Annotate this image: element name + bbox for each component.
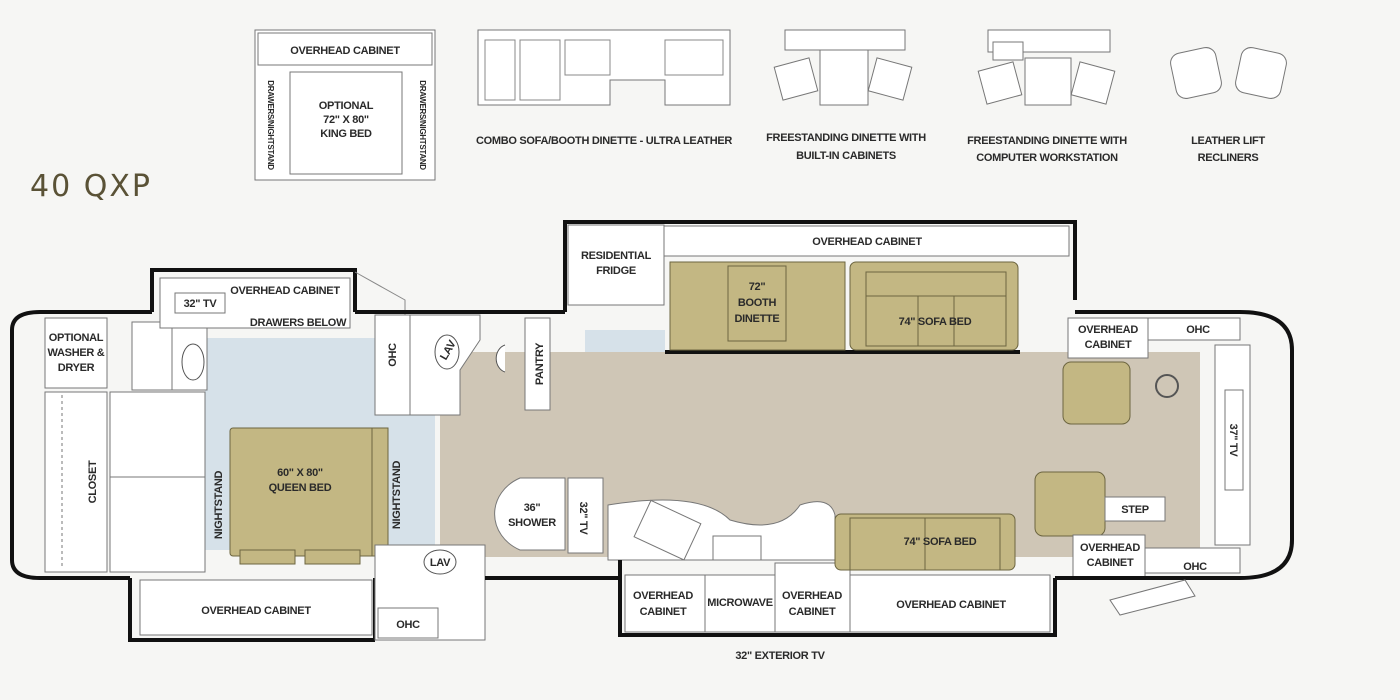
- drawers-below-label: DRAWERS BELOW: [250, 317, 347, 329]
- cab-ohc-label: OVERHEAD: [1078, 324, 1138, 336]
- sofa-bed-label: 74" SOFA BED: [899, 316, 972, 328]
- closet-label: CLOSET: [87, 460, 99, 503]
- exterior-tv-label: 32" EXTERIOR TV: [735, 650, 825, 662]
- dinette-label: DINETTE: [735, 313, 780, 325]
- nightstand-label: NIGHTSTAND: [391, 461, 403, 530]
- kitchen-ohc-label: OVERHEAD CABINET: [896, 599, 1006, 611]
- living-slideout-wall: [563, 220, 1077, 354]
- living-overhead-cabinet-label: OVERHEAD CABINET: [812, 236, 922, 248]
- king-bed-label: OPTIONAL: [319, 100, 374, 112]
- cab-ohc-label: OVERHEAD: [1080, 542, 1140, 554]
- king-bed-label: KING BED: [320, 128, 372, 140]
- step-label: STEP: [1121, 504, 1149, 516]
- nightstand-label: NIGHTSTAND: [213, 471, 225, 540]
- pantry-label: PANTRY: [534, 342, 546, 385]
- sink-icon: [633, 499, 702, 561]
- recliner: [1062, 361, 1131, 425]
- entry-door: [1109, 579, 1196, 616]
- lav-label: LAV: [430, 557, 451, 569]
- option-caption: FREESTANDING DINETTE WITH: [766, 132, 926, 144]
- rear-wall: [10, 310, 152, 580]
- drawers-nightstand-label: DRAWERS/NIGHTSTAND: [418, 80, 427, 170]
- dinette-label: 72": [749, 281, 766, 293]
- option-combo-sofa-dinette: COMBO SOFA/BOOTH DINETTE - ULTRA LEATHER: [476, 29, 733, 147]
- front-cap: [1239, 310, 1294, 580]
- option-recliners: LEATHER LIFT RECLINERS: [1170, 47, 1287, 164]
- option-caption: COMPUTER WORKSTATION: [976, 152, 1118, 164]
- shower-tv-label: 32" TV: [577, 502, 589, 536]
- option-dinette-workstation: FREESTANDING DINETTE WITH COMPUTER WORKS…: [967, 29, 1128, 164]
- booth-dinette: 72" BOOTH DINETTE: [669, 261, 846, 351]
- sofa-bed-top: 74" SOFA BED: [849, 261, 1019, 351]
- bedroom-overhead-cabinet-label: OVERHEAD CABINET: [230, 285, 340, 297]
- washer-label: OPTIONAL: [49, 332, 104, 344]
- fridge-label: RESIDENTIAL: [581, 250, 652, 262]
- option-caption: RECLINERS: [1198, 152, 1259, 164]
- option-caption: LEATHER LIFT: [1191, 135, 1265, 147]
- kitchen-ohc-label: OVERHEAD: [633, 590, 693, 602]
- kitchen-ohc-label: OVERHEAD: [782, 590, 842, 602]
- queen-bed-label: QUEEN BED: [269, 482, 332, 494]
- option-king-bed: OVERHEAD CABINET OPTIONAL 72" X 80" KING…: [254, 29, 436, 181]
- dinette-label: BOOTH: [738, 297, 777, 309]
- cab-ohc-label: CABINET: [1087, 557, 1134, 569]
- king-bed-label: 72" X 80": [323, 114, 369, 126]
- cooktop-icon: [712, 535, 762, 561]
- option-caption: COMBO SOFA/BOOTH DINETTE - ULTRA LEATHER: [476, 135, 732, 147]
- option-dinette-cabinets: FREESTANDING DINETTE WITH BUILT-IN CABIN…: [766, 29, 927, 162]
- washer-label: DRYER: [58, 362, 95, 374]
- steering-wheel-icon: [1155, 374, 1179, 398]
- option-caption: BUILT-IN CABINETS: [796, 150, 896, 162]
- shower-label: SHOWER: [508, 517, 556, 529]
- queen-bed-label: 60" X 80": [277, 467, 323, 479]
- kitchen-ohc-label: CABINET: [640, 606, 687, 618]
- shower-label: 36": [524, 502, 541, 514]
- bedroom-bottom-overhead-cabinet-label: OVERHEAD CABINET: [201, 605, 311, 617]
- microwave-label: MICROWAVE: [707, 597, 773, 609]
- option-caption: FREESTANDING DINETTE WITH: [967, 135, 1127, 147]
- kitchen-ohc-label: CABINET: [789, 606, 836, 618]
- sofa-bed-bottom: 74" SOFA BED: [834, 513, 1016, 571]
- overhead-cabinet-label: OVERHEAD CABINET: [290, 45, 400, 57]
- ohc-label: OHC: [1183, 561, 1207, 573]
- model-title: 40 QXP: [30, 169, 152, 204]
- ohc-label: OHC: [1186, 324, 1210, 336]
- front-tv-label: 37" TV: [1227, 424, 1239, 458]
- cab-ohc-label: CABINET: [1085, 339, 1132, 351]
- drawers-nightstand-label: DRAWERS/NIGHTSTAND: [266, 80, 275, 170]
- sofa-bed-label: 74" SOFA BED: [904, 536, 977, 548]
- washer-label: WASHER &: [48, 347, 105, 359]
- ohc-label: OHC: [396, 619, 420, 631]
- entry-floor: [585, 330, 665, 352]
- fridge-label: FRIDGE: [596, 265, 636, 277]
- recliner: [1034, 471, 1106, 537]
- ohc-label: OHC: [387, 343, 399, 367]
- bedroom-tv-label: 32" TV: [184, 298, 218, 310]
